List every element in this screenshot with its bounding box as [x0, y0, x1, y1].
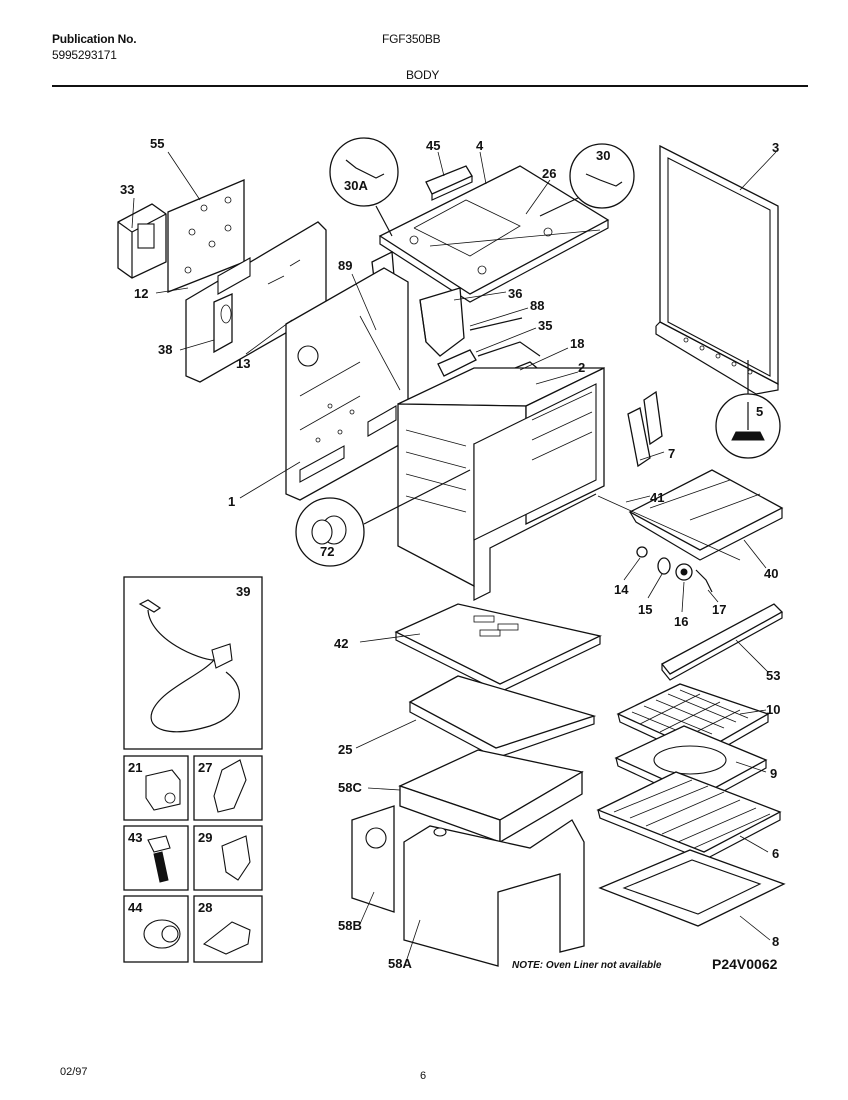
callout-5: 5 [756, 404, 763, 419]
part-58b-insulation [351, 805, 395, 913]
page-number: 6 [420, 1070, 427, 1082]
callout-29: 29 [198, 830, 212, 845]
callout-labels: 55 33 12 38 13 89 45 4 30A 26 30 3 36 88… [120, 136, 780, 971]
inset-29 [193, 825, 263, 891]
callout-25: 25 [338, 742, 352, 757]
publication-label: Publication No. [52, 32, 137, 46]
inset-21 [123, 755, 189, 821]
inset-28 [193, 895, 263, 963]
callout-41: 41 [650, 490, 664, 505]
callout-12: 12 [134, 286, 148, 301]
callout-36: 36 [508, 286, 522, 301]
part-3-side-panel [655, 144, 779, 395]
callout-26: 26 [542, 166, 556, 181]
part-14-15-16-17-knobs [636, 546, 713, 593]
callout-9: 9 [770, 766, 777, 781]
callout-15: 15 [638, 602, 652, 617]
callout-39: 39 [236, 584, 250, 599]
part-5-leveling-leg [715, 360, 781, 459]
part-53-trim [661, 603, 784, 681]
part-30a-detail [329, 137, 399, 237]
callout-17: 17 [712, 602, 726, 617]
callout-58a: 58A [388, 956, 412, 971]
callout-58b: 58B [338, 918, 362, 933]
callout-27: 27 [198, 760, 212, 775]
part-6-oven-rack [596, 771, 782, 861]
callout-1: 1 [228, 494, 235, 509]
part-7-hinge [627, 390, 663, 468]
part-1-control-panel [285, 267, 409, 501]
callout-38: 38 [158, 342, 172, 357]
callout-40: 40 [764, 566, 778, 581]
callout-53: 53 [766, 668, 780, 683]
part-4-cooktop-base [378, 165, 610, 303]
drawing-code: P24V0062 [712, 956, 778, 972]
part-8-tray [598, 849, 786, 927]
callout-35: 35 [538, 318, 552, 333]
publication-number: 5995293171 [52, 48, 117, 62]
part-55-rear-panel [167, 179, 245, 293]
callout-30a: 30A [344, 178, 368, 193]
callout-14: 14 [614, 582, 629, 597]
part-2-oven-body [397, 366, 605, 601]
callout-58c: 58C [338, 780, 362, 795]
part-36-duct [419, 287, 465, 357]
callout-2: 2 [578, 360, 585, 375]
callout-44: 44 [128, 900, 143, 915]
callout-21: 21 [128, 760, 142, 775]
callout-6: 6 [772, 846, 779, 861]
part-38-bracket [213, 292, 233, 354]
callout-28: 28 [198, 900, 212, 915]
section-title: BODY [406, 68, 440, 82]
part-33-terminal-block [117, 203, 167, 279]
callout-30: 30 [596, 148, 610, 163]
callout-7: 7 [668, 446, 675, 461]
footer-date: 02/97 [60, 1066, 88, 1078]
inset-43 [123, 825, 189, 891]
part-42-oven-bottom [394, 603, 602, 693]
callout-4: 4 [476, 138, 484, 153]
callout-33: 33 [120, 182, 134, 197]
part-40-vent [628, 469, 784, 561]
callout-89: 89 [338, 258, 352, 273]
callout-43: 43 [128, 830, 142, 845]
header-rule [52, 85, 808, 87]
part-25-plate [408, 675, 597, 759]
callout-72: 72 [320, 544, 334, 559]
part-58a-insulation [403, 819, 585, 967]
inset-44 [123, 895, 189, 963]
callout-8: 8 [772, 934, 779, 949]
part-58c-insulation [398, 749, 584, 844]
callout-88: 88 [530, 298, 544, 313]
part-72-detail [295, 469, 471, 567]
leader-lines [131, 151, 777, 963]
part-45-bracket [425, 165, 473, 201]
inset-27 [193, 755, 263, 821]
callout-16: 16 [674, 614, 688, 629]
oven-liner-note: NOTE: Oven Liner not available [512, 960, 662, 971]
callout-45: 45 [426, 138, 440, 153]
inset-39-power-cord [123, 576, 263, 750]
callout-42: 42 [334, 636, 348, 651]
model-number: FGF350BB [382, 32, 441, 46]
callout-3: 3 [772, 140, 779, 155]
callout-55: 55 [150, 136, 164, 151]
part-30-detail [539, 143, 635, 217]
callout-18: 18 [570, 336, 584, 351]
callout-13: 13 [236, 356, 250, 371]
callout-10: 10 [766, 702, 780, 717]
